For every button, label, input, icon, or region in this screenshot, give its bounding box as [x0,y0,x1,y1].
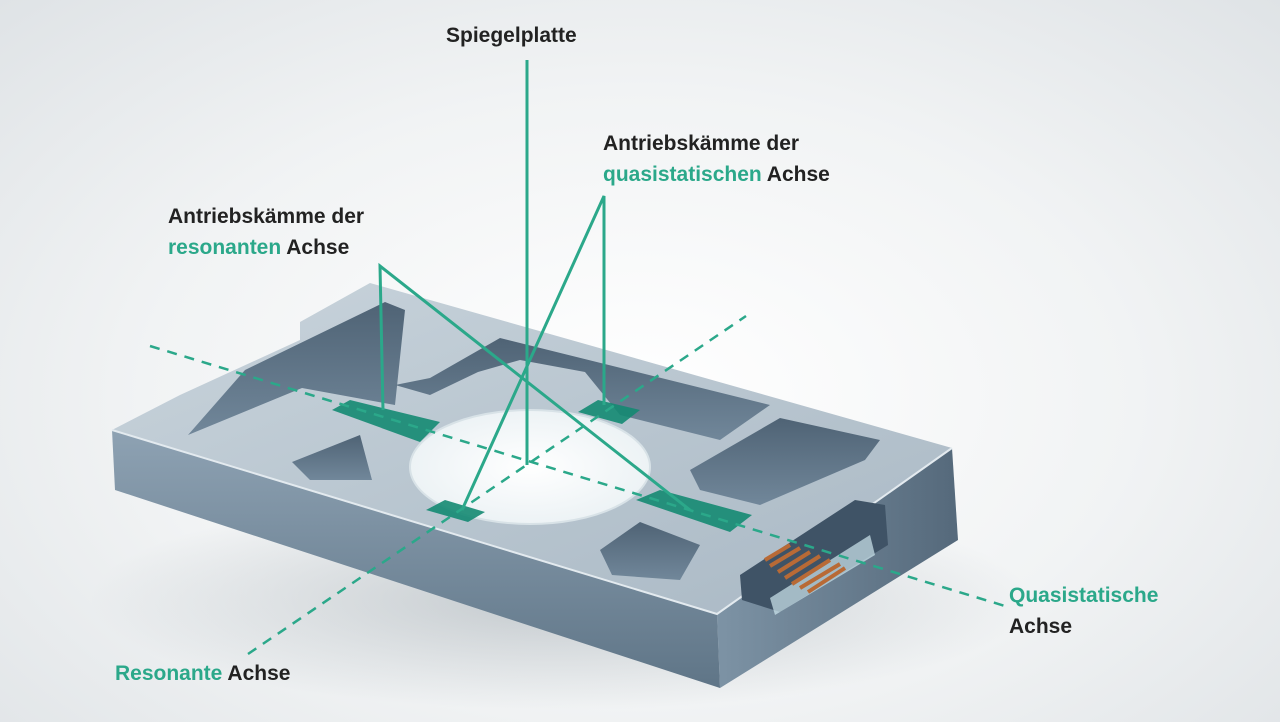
pit-lower-right [600,522,700,580]
chip-front-face [112,430,720,688]
quasistatic-combs-rest: Achse [761,163,830,186]
quasistatic-combs-line1: Antriebskämme der [603,132,800,155]
contact-pads [763,543,847,594]
pit-top-center [395,338,770,440]
quasistatic-axis-label: Quasistatische Achse [1009,580,1158,642]
quasistatic-comb-pointer [460,195,606,511]
resonant-comb-pointer [378,262,691,512]
quasistatic-combs-label: Antriebskämme der quasistatischen Achse [603,128,830,190]
resonant-axis-line [149,344,1006,608]
resonant-axis-label: Resonante Achse [115,658,290,689]
pit-upper-left [188,302,405,435]
quasistatic-axis-rest: Achse [1009,615,1073,638]
comb-quasistatic-top [578,400,640,424]
pit-left-lower [292,435,372,480]
mirror-plate-label: Spiegelplatte [446,24,577,47]
quasistatic-axis-accent: Quasistatische [1009,584,1159,607]
quasistatic-combs-line2: quasistatischen Achse [603,159,830,190]
resonant-axis-accent: Resonante [115,662,223,685]
comb-quasistatic-bottom [426,500,485,522]
pit-right-upper [690,418,880,505]
resonant-combs-accent: resonanten [168,236,282,259]
resonant-combs-label: Antriebskämme der resonanten Achse [168,201,364,263]
contact-slot [740,500,888,612]
resonant-combs-line2: resonanten Achse [168,232,364,263]
quasistatic-combs-accent: quasistatischen [603,163,762,186]
resonant-axis-rest: Achse [222,662,291,685]
resonant-combs-line1: Antriebskämme der [168,205,365,228]
resonant-combs-rest: Achse [281,236,350,259]
